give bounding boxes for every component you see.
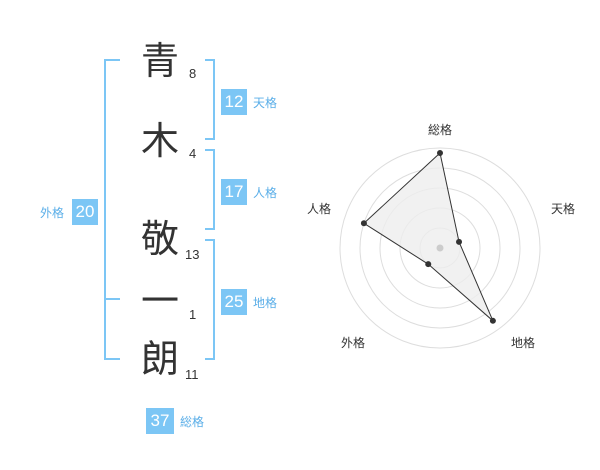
gaikaku-bracket [104, 59, 120, 360]
tenkaku-bracket [205, 59, 215, 140]
radar-axis-label-4: 外格 [341, 335, 365, 350]
gaikaku-value: 20 [72, 199, 98, 225]
radar-axis-label-3: 地格 [511, 335, 535, 350]
name-char-2: 木 [140, 119, 179, 163]
stroke-count-4: 1 [189, 307, 197, 322]
radar-axis-label-1: 総格 [428, 122, 452, 137]
tenkaku-label: 天格 [253, 96, 278, 110]
gaikaku-label: 外格 [40, 206, 65, 220]
stroke-count-1: 8 [189, 66, 197, 81]
radar-axis-label-2: 天格 [551, 201, 575, 216]
name-char-5: 朗 [140, 337, 179, 381]
chikaku-bracket [205, 239, 215, 360]
jinkaku-label: 人格 [253, 186, 278, 200]
chikaku-label: 地格 [253, 296, 278, 310]
stroke-count-3: 13 [185, 247, 200, 262]
stroke-count-5: 11 [185, 367, 199, 382]
radar-point-2 [456, 238, 463, 245]
radar-axis-label-5: 人格 [307, 201, 331, 216]
jinkaku-bracket [205, 149, 215, 230]
radar-point-4 [425, 261, 432, 268]
radar-point-1 [437, 150, 443, 156]
soukaku-label: 総格 [180, 415, 205, 429]
radar-center-point [436, 244, 444, 252]
stroke-count-2: 4 [189, 146, 197, 161]
tenkaku-value: 12 [221, 89, 247, 115]
name-char-1: 青 [140, 39, 179, 83]
name-char-4: 一 [140, 279, 179, 323]
radar-polygon [363, 152, 494, 322]
radar-ring-5 [339, 147, 541, 349]
radar-point-3 [489, 317, 496, 324]
jinkaku-value: 17 [221, 179, 247, 205]
radar-point-5 [360, 220, 367, 227]
name-char-3: 敬 [140, 217, 179, 261]
chikaku-value: 25 [221, 289, 247, 315]
soukaku-value: 37 [146, 408, 174, 434]
